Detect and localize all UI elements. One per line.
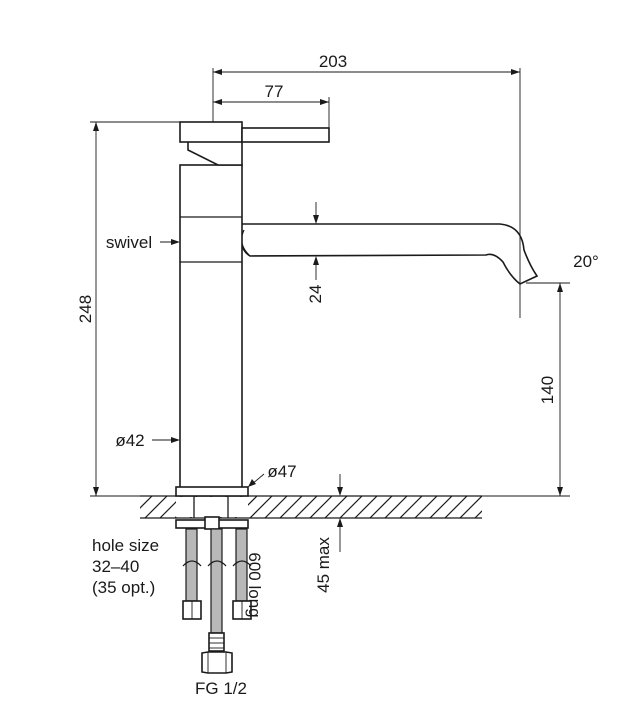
hatch-line	[249, 496, 273, 518]
swivel-arrow	[171, 239, 180, 245]
arrow-140-top	[557, 283, 563, 292]
hatch-line	[339, 496, 363, 518]
lever-handle	[241, 127, 330, 143]
hose-break-left	[182, 560, 202, 567]
hatch-line	[414, 496, 438, 518]
faucet-body	[175, 121, 539, 497]
hatch-line	[444, 496, 468, 518]
arrow-45-top	[337, 487, 343, 496]
hose-left	[185, 528, 198, 602]
arrow-248-bottom	[93, 487, 99, 496]
arrow-140-bottom	[557, 487, 563, 496]
label-angle: 20°	[573, 252, 599, 271]
hatch-line	[264, 496, 288, 518]
label-hole-size-3: (35 opt.)	[92, 578, 155, 597]
hatch-line	[324, 496, 348, 518]
arrow-203-left	[213, 69, 222, 75]
label-connection: FG 1/2	[195, 679, 247, 698]
body-column	[179, 164, 243, 489]
arrow-24-bottom	[313, 256, 319, 265]
dim-label-203: 203	[319, 52, 347, 71]
arrow-45-bottom	[337, 518, 343, 527]
dia42-arrow	[171, 437, 180, 443]
fixing-stud	[204, 516, 220, 530]
dim-label-45-max: 45 max	[314, 537, 333, 593]
hatch-line	[474, 510, 482, 518]
cartridge-housing	[187, 139, 243, 166]
hatch-line	[490, 496, 512, 518]
dimension-lines	[90, 68, 570, 552]
hose-center	[210, 528, 223, 634]
connection-nut	[201, 651, 233, 674]
dim-label-140: 140	[538, 376, 557, 404]
arrow-77-left	[213, 99, 222, 105]
label-hole-size-2: 32–40	[92, 557, 139, 576]
arrow-203-right	[511, 69, 520, 75]
arrow-77-right	[320, 99, 329, 105]
spout	[239, 223, 539, 285]
label-swivel: swivel	[106, 233, 152, 252]
hatch-line	[369, 496, 393, 518]
label-hole-size-1: hole size	[92, 536, 159, 555]
arrow-24-top	[313, 215, 319, 224]
dim-label-dia42: ø42	[115, 431, 144, 450]
hatch-line	[459, 496, 482, 518]
hatch-line	[384, 496, 408, 518]
countertop	[140, 495, 512, 519]
dim-label-dia47: ø47	[267, 462, 296, 481]
hatch-line	[294, 496, 318, 518]
labels: 203 77 248 24 140 45 max ø42 ø47 swivel …	[76, 52, 599, 698]
hatch-line	[309, 496, 333, 518]
base-ring	[175, 486, 249, 497]
hatch-line	[279, 496, 303, 518]
dim-label-24: 24	[306, 285, 325, 304]
mounting-hole-gap	[176, 497, 248, 517]
dim-label-77: 77	[265, 82, 284, 101]
arrow-248-top	[93, 122, 99, 131]
hatch-line	[429, 496, 453, 518]
hatch-line	[354, 496, 378, 518]
lever-cap	[179, 121, 243, 143]
dim-label-248: 248	[76, 295, 95, 323]
label-hose-length: 600 long	[245, 552, 264, 617]
hose-break-center	[207, 560, 227, 567]
under-counter-fittings	[175, 496, 252, 674]
hatch-line	[140, 496, 153, 509]
hose-break-right	[232, 560, 252, 567]
hose-thread-center	[208, 632, 225, 652]
dia47-arrow	[248, 479, 256, 487]
hatch-line	[399, 496, 423, 518]
hatch-line	[144, 496, 168, 518]
